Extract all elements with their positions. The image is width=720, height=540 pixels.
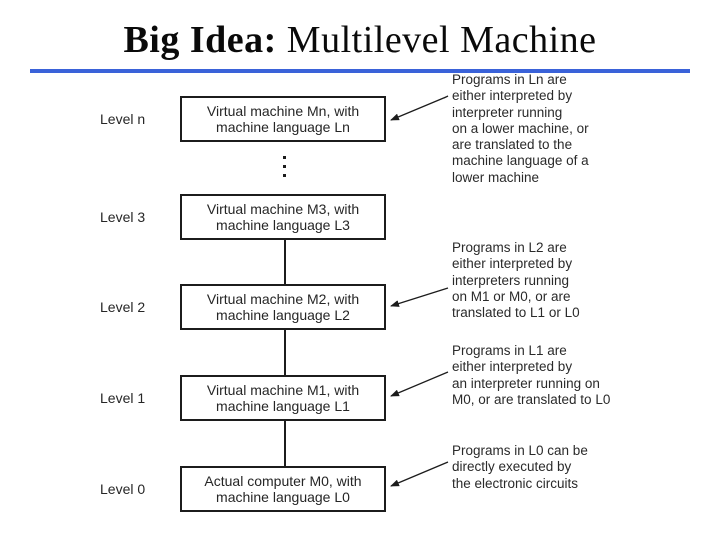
machine-box-text: Actual computer M0, with machine languag…	[204, 472, 362, 506]
machine-box-text: Virtual machine M1, with machine languag…	[206, 381, 360, 415]
title-emphasis: Big Idea:	[123, 19, 277, 61]
machine-box-text: Virtual machine M3, with machine languag…	[206, 200, 360, 234]
ellipsis-dot	[283, 174, 286, 177]
machine-box-level-n: Virtual machine Mn, with machine languag…	[180, 96, 386, 142]
arrow-annotation-to-box-level-0	[390, 461, 449, 487]
annotation-level-n: Programs in Ln are either interpreted by…	[452, 72, 589, 185]
ellipsis-dot	[283, 165, 286, 168]
arrow-annotation-to-box-level-n	[390, 95, 449, 121]
ellipsis-dot	[283, 156, 286, 159]
vertical-ellipsis-icon	[283, 156, 286, 177]
machine-box-level-3: Virtual machine M3, with machine languag…	[180, 194, 386, 240]
annotation-level-0: Programs in L0 can be directly executed …	[452, 443, 588, 491]
slide-title: Big Idea: Multilevel Machine	[0, 18, 720, 62]
connector-level1-level0	[284, 421, 286, 466]
connector-level2-level1	[284, 330, 286, 375]
annotation-level-1: Programs in L1 are either interpreted by…	[452, 343, 611, 407]
annotation-level-2: Programs in L2 are either interpreted by…	[452, 240, 580, 321]
machine-box-text: Virtual machine Mn, with machine languag…	[206, 102, 360, 136]
machine-box-level-1: Virtual machine M1, with machine languag…	[180, 375, 386, 421]
title-underline-rule	[30, 69, 690, 73]
arrow-annotation-to-box-level-0-actual	[390, 371, 449, 397]
machine-box-level-0: Actual computer M0, with machine languag…	[180, 466, 386, 512]
level-label-2: Level 2	[100, 299, 146, 315]
arrow-annotation-to-box-level-2	[390, 287, 449, 307]
level-label-1: Level 1	[100, 390, 146, 406]
connector-level3-level2	[284, 240, 286, 284]
level-label-n: Level n	[100, 111, 146, 127]
title-rest: Multilevel Machine	[286, 19, 597, 61]
level-label-0: Level 0	[100, 481, 146, 497]
level-label-3: Level 3	[100, 209, 146, 225]
machine-box-level-2: Virtual machine M2, with machine languag…	[180, 284, 386, 330]
machine-box-text: Virtual machine M2, with machine languag…	[206, 290, 360, 324]
